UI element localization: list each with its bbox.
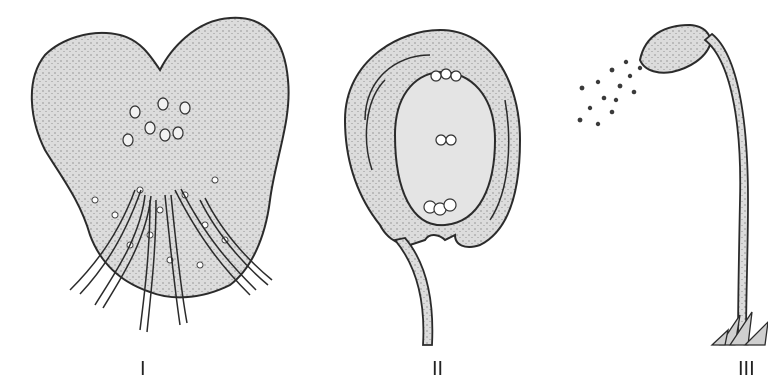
panel-label-2: II xyxy=(432,358,443,381)
panel-2-section xyxy=(345,30,520,345)
spores xyxy=(578,60,643,126)
stalk-2 xyxy=(395,238,432,345)
panel-label-3: III xyxy=(738,358,755,381)
panel-1-prothallus xyxy=(32,18,289,332)
panel-3-sporophyte xyxy=(578,25,768,345)
capsule xyxy=(640,25,710,73)
seta xyxy=(705,34,748,340)
panel-label-1: I xyxy=(140,358,146,381)
prothallus-body xyxy=(32,18,289,298)
